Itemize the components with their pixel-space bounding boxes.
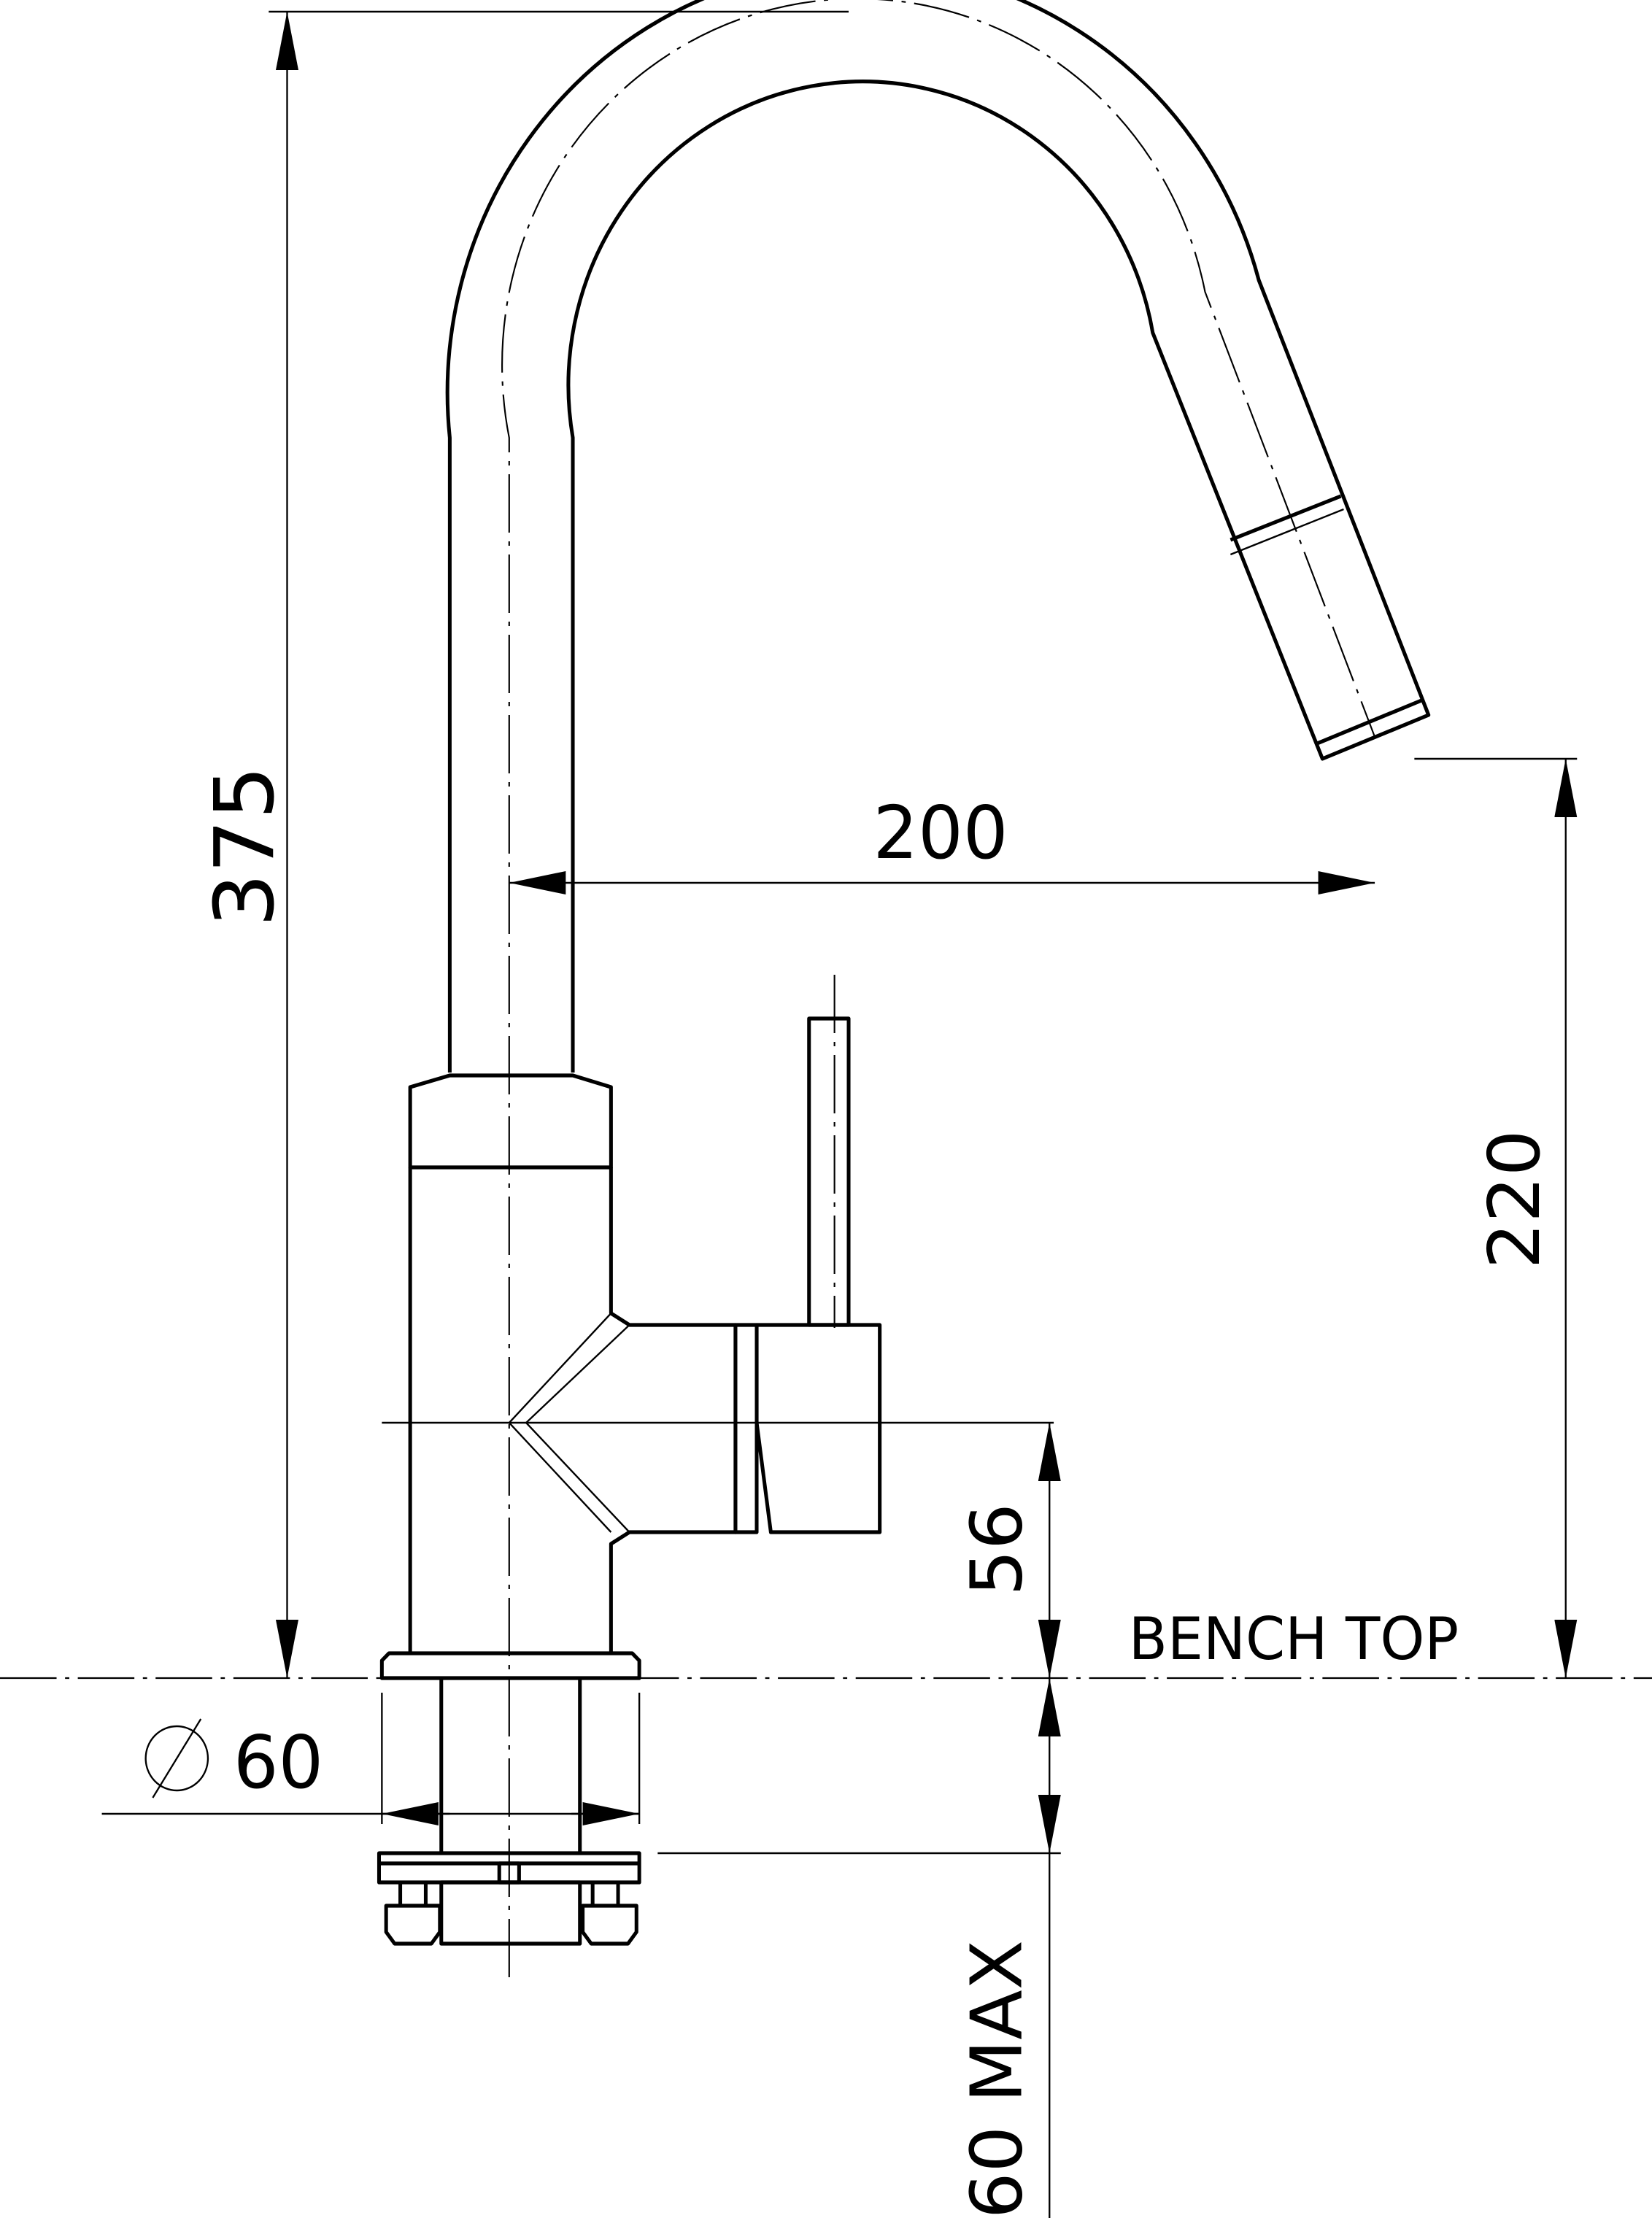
dim-diameter-label: 60: [233, 1721, 323, 1806]
dim-56-label: 56: [957, 1503, 1038, 1596]
dim-220-label: 220: [1474, 1130, 1556, 1270]
bench-top-label: BENCH TOP: [1129, 1605, 1459, 1673]
centerlines: [0, 0, 1652, 1977]
dim-375-label: 375: [197, 765, 293, 927]
diameter-symbol-icon: [144, 1725, 209, 1792]
spout: [445, 0, 1431, 1073]
mounting-assembly: [377, 1678, 641, 1946]
lever-handle: [807, 1016, 851, 1327]
dimensions: [101, 10, 1578, 2218]
dim-200-label: 200: [873, 792, 1008, 876]
dim-60max-label: 60 MAX: [957, 1940, 1038, 2218]
spout-centerline: [501, 0, 1376, 1977]
tap-body: [379, 1016, 882, 1680]
